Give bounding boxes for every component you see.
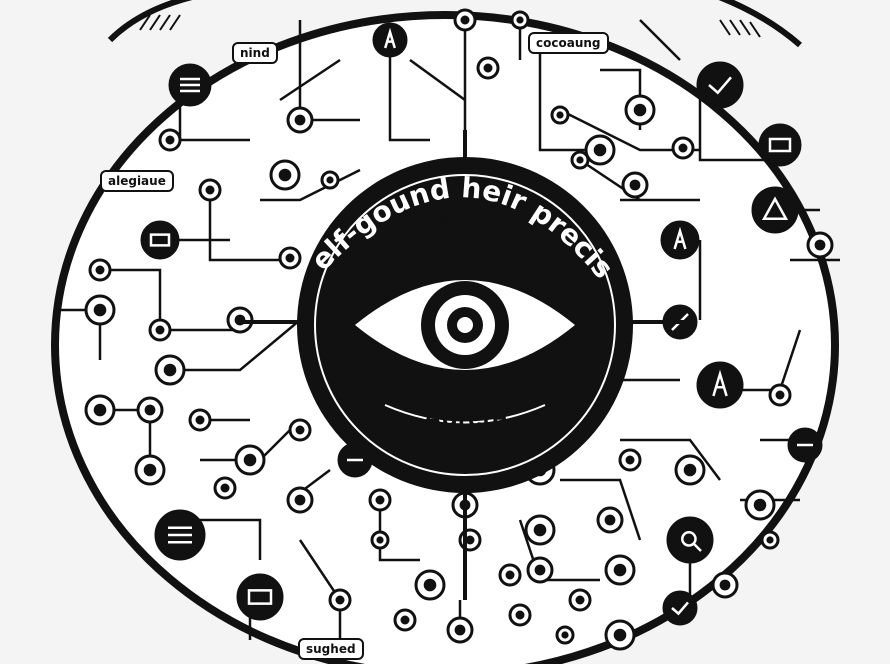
menu-icon [154,509,206,561]
check-icon [662,590,698,626]
network-node [414,569,446,601]
network-node [278,246,302,270]
network-node [213,476,237,500]
network-node [526,556,554,584]
gear-icon [158,128,182,152]
network-node [568,588,592,612]
arrow-icon [696,361,744,409]
network-node [148,318,172,342]
network-node [555,625,575,645]
network-node [768,383,792,407]
network-node [234,444,266,476]
gear-icon [286,486,314,514]
network-node [550,105,570,125]
network-nodes [84,8,834,651]
network-node [806,231,834,259]
warning-icon [751,186,799,234]
card-icon [140,220,180,260]
card-icon [604,619,636,651]
network-node [393,608,417,632]
network-node [476,56,500,80]
top-left-arc [107,0,193,43]
network-node [621,171,649,199]
network-node [136,396,164,424]
network-node [368,488,392,512]
label-top-left: nind [232,42,278,64]
close-icon [584,134,616,166]
flag-icon [744,489,776,521]
network-node [510,10,530,30]
network-node [370,530,390,550]
check-icon [696,61,744,109]
network-node [84,294,116,326]
hatch-top [139,14,761,38]
arrow-icon [372,22,408,58]
arrow-icon [660,220,700,260]
network-node [624,94,656,126]
network-node [596,506,624,534]
network-node [711,571,739,599]
network-node [604,554,636,586]
network-node [288,418,312,442]
network-node [84,394,116,426]
label-left: alegiaue [100,170,174,192]
network-node [671,136,695,160]
network-node [453,8,477,32]
top-right-arc [718,0,802,48]
network-node [88,258,112,282]
network-node [154,354,186,386]
network-node [188,408,212,432]
card-icon [758,123,802,167]
network-node [760,530,780,550]
search-icon [666,516,714,564]
network-node [618,448,642,472]
network-node [320,170,340,190]
network-node [787,427,823,463]
network-node [570,150,590,170]
slash-icon [134,454,166,486]
card-icon [236,573,284,621]
network-node [269,159,301,191]
network-node [674,454,706,486]
network-node [524,514,556,546]
gear-icon [286,106,314,134]
label-top-center: cocoaung [528,32,609,54]
network-node [498,563,522,587]
network-node [508,603,532,627]
hub-caption: Agrere [423,402,507,432]
label-bottom-left: sughed [298,638,364,660]
menu-icon [168,63,212,107]
network-node [446,616,474,644]
network-node [328,588,352,612]
network-node [198,178,222,202]
